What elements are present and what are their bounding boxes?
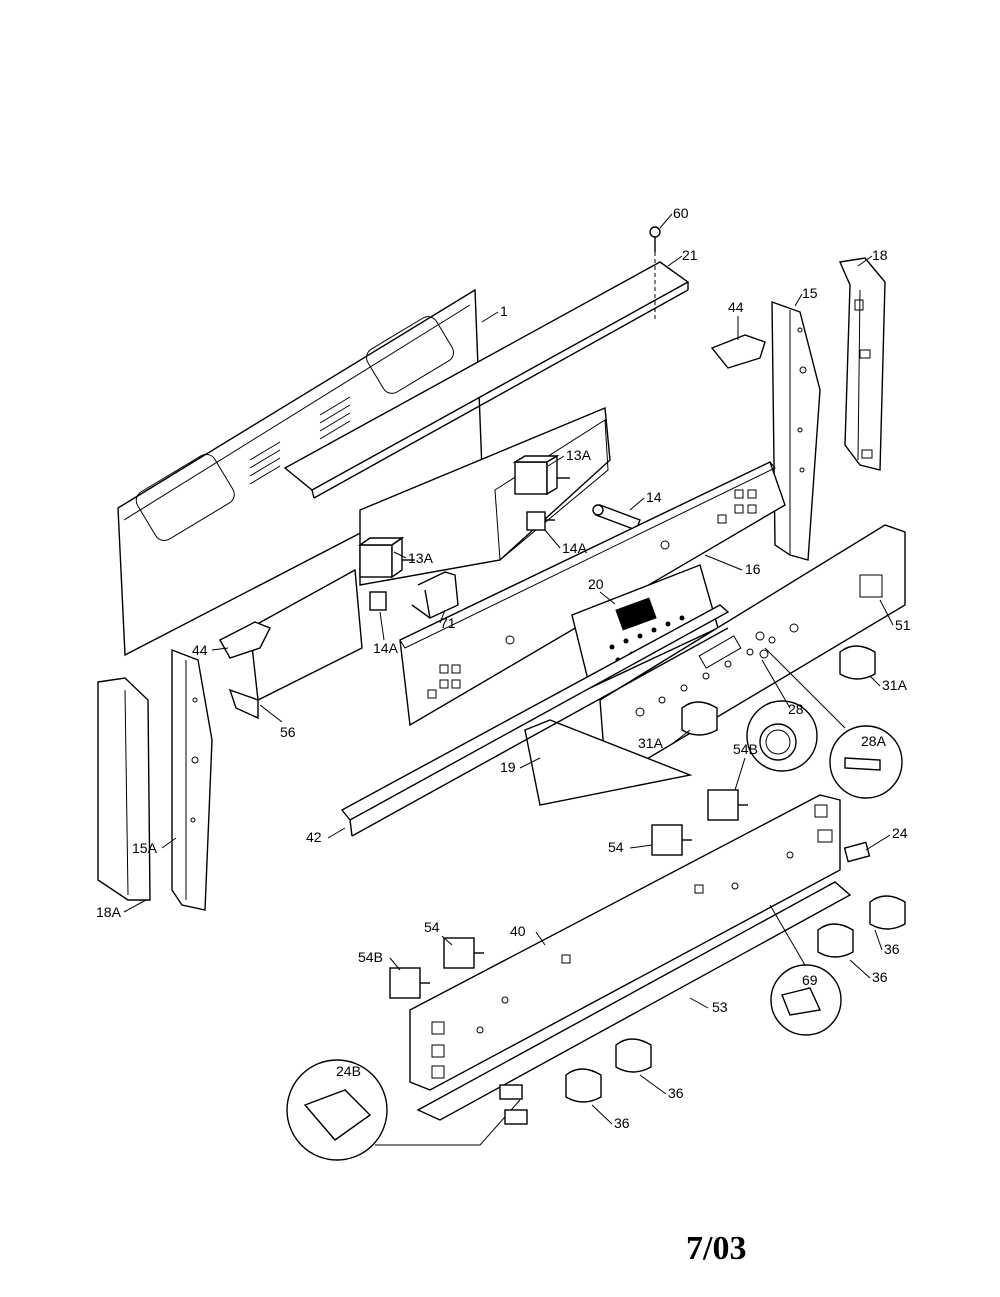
callout-36-d: 36: [614, 1115, 630, 1131]
callout-71: 71: [440, 615, 456, 631]
callout-36-b: 36: [872, 969, 888, 985]
callout-19: 19: [500, 759, 516, 775]
callout-1: 1: [500, 303, 508, 319]
callout-36-a: 36: [884, 941, 900, 957]
switch-54b-lower: [389, 967, 430, 999]
control-panel-40: [409, 794, 841, 1091]
callout-31a-right: 31A: [882, 677, 908, 693]
callout-40: 40: [510, 923, 526, 939]
callout-13a-left: 13A: [408, 550, 434, 566]
bracket-44-top: [710, 334, 766, 369]
callout-28a: 28A: [861, 733, 887, 749]
part-14-rod: [592, 504, 641, 531]
end-trim-18a: [97, 677, 151, 901]
side-bracket-15: [771, 301, 821, 561]
top-trim-21: [283, 261, 690, 499]
rocker-switch-24b-pair: [499, 1084, 528, 1125]
detail-circle-28: [746, 659, 818, 772]
switch-14a-top: [526, 511, 555, 531]
callout-labels: 60 21 1 18 15 44 13A 14 14A 16 13A 20 51…: [96, 205, 911, 1131]
callout-16: 16: [745, 561, 761, 577]
callout-69: 69: [802, 972, 818, 988]
overlay-19: [524, 719, 693, 806]
callout-56: 56: [280, 724, 296, 740]
switch-54b-upper: [707, 789, 748, 821]
callout-14a-top: 14A: [562, 540, 588, 556]
callout-20: 20: [588, 576, 604, 592]
callout-24: 24: [892, 825, 908, 841]
callout-24b: 24B: [336, 1063, 361, 1079]
knob-31a-lower: [681, 701, 718, 736]
leader-lines: [123, 213, 894, 1125]
end-trim-18: [838, 257, 886, 471]
harness-53: [416, 881, 852, 1121]
callout-15a: 15A: [132, 840, 158, 856]
callout-54-upper: 54: [608, 839, 624, 855]
knob-36-a: [869, 895, 906, 930]
callout-54-lower: 54: [424, 919, 440, 935]
callout-44-top: 44: [728, 299, 744, 315]
callout-21: 21: [682, 247, 698, 263]
revision-date: 7/03: [686, 1230, 747, 1267]
callout-15: 15: [802, 285, 818, 301]
callout-13a-top: 13A: [566, 447, 592, 463]
infinite-switch-13a-top: [512, 454, 570, 496]
duct-56: [228, 568, 363, 720]
switch-54-upper: [651, 824, 692, 856]
callout-60: 60: [673, 205, 689, 221]
trim-rail-42: [340, 604, 730, 837]
clip-71: [411, 571, 459, 620]
knob-36-c: [615, 1038, 652, 1073]
knob-36-b: [817, 923, 854, 958]
screw-60: [649, 226, 661, 320]
callout-53: 53: [712, 999, 728, 1015]
callout-51: 51: [895, 617, 911, 633]
detail-circle-24b: [286, 1059, 521, 1161]
callout-18: 18: [872, 247, 888, 263]
callout-14: 14: [646, 489, 662, 505]
callout-54b-lower: 54B: [358, 949, 383, 965]
callout-28: 28: [788, 701, 804, 717]
callout-14a-left: 14A: [373, 640, 399, 656]
callout-36-c: 36: [668, 1085, 684, 1101]
bracket-44-left: [219, 621, 271, 659]
infinite-switch-13a-left: [357, 536, 415, 579]
callout-44-left: 44: [192, 642, 208, 658]
switch-14a-left: [369, 591, 387, 611]
callout-31a-lower: 31A: [638, 735, 664, 751]
switch-54-lower: [443, 937, 484, 969]
knob-36-d: [565, 1068, 602, 1103]
callout-18a: 18A: [96, 904, 122, 920]
side-bracket-15a: [171, 648, 213, 911]
detail-circle-28a: [764, 647, 903, 799]
rocker-switch-24: [843, 841, 871, 863]
detail-circle-69: [769, 904, 842, 1036]
callout-42: 42: [306, 829, 322, 845]
control-panel-16: [399, 461, 786, 727]
knob-31a-right: [839, 645, 876, 680]
callout-54b-upper: 54B: [733, 741, 758, 757]
